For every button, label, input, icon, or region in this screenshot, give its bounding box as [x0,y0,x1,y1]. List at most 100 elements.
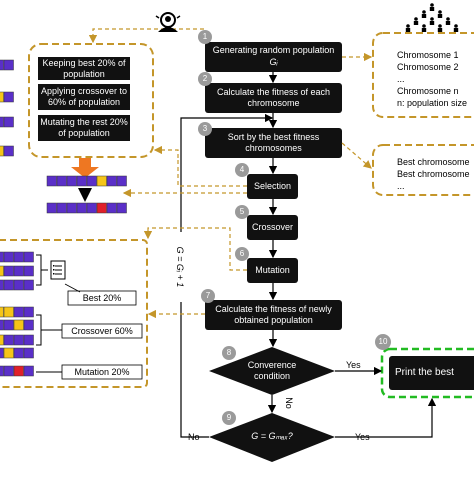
person-body [405,28,411,32]
step-num-5: 5 [239,207,245,216]
population-line-2: Chromosome 2 [397,62,459,72]
gene-cell [3,365,14,377]
gene-cell [23,347,34,359]
step-num-10: 10 [378,337,388,346]
gene-cell [3,319,14,331]
gene-cell [3,145,14,157]
step8-diamond [209,347,335,395]
step6-label: Mutation [255,265,290,275]
population-box [372,32,474,118]
population-line-1: Chromosome 1 [397,50,459,60]
person-body [429,21,435,25]
person-body [437,14,443,18]
gene-cell [23,265,34,277]
person-body [413,21,419,25]
gene-cell [56,202,67,214]
step-num-3: 3 [202,124,208,133]
step-num-8: 8 [226,348,232,357]
gene-cell [56,175,67,187]
gene-cell [0,279,4,291]
gene-cell [3,59,14,71]
population-line-3: ... [397,74,405,84]
gene-cell [13,306,24,318]
gene-cell [23,365,34,377]
step2-box [205,83,342,113]
gene-cell [3,347,14,359]
mutation-20-label: Mutation 20% [74,367,130,377]
orange-arrow [71,158,99,178]
person-head [446,17,450,21]
person-head [414,17,418,21]
gene-cell [3,116,14,128]
population-line-5: n: population size [397,98,468,108]
step5-label: Crossover [251,222,293,232]
gene-cell [0,145,4,157]
gene-cell [96,202,107,214]
gene-cell [13,319,24,331]
chromosome-strips [0,59,127,377]
gene-cell [0,91,4,103]
best-line-2: Best chromosome [397,169,470,179]
person-body [421,28,427,32]
step1-box [205,42,342,72]
gene-cell [106,175,117,187]
person-body [429,7,435,11]
gene-cell [86,175,97,187]
person-head [454,24,458,28]
person-head [430,3,434,7]
gene-cell [3,306,14,318]
step-num-6: 6 [239,249,245,258]
gene-cell [0,334,4,346]
gene-cell [66,175,77,187]
person-body [453,28,459,32]
best-20-label: Best 20% [82,293,122,303]
gene-cell [0,59,4,71]
gene-cell [3,251,14,263]
gene-cell [76,202,87,214]
population-line-4: Chromosome n [397,86,459,96]
gene-cell [13,365,24,377]
strategy-line-1: Keeping best 20% of population [42,58,126,79]
population-icon [405,3,459,32]
gene-cell [3,279,14,291]
gene-cell [106,202,117,214]
gene-cell [13,265,24,277]
gene-cell [23,279,34,291]
person-head [438,24,442,28]
step-num-1: 1 [202,32,208,41]
gene-cell [46,202,57,214]
gene-cell [23,251,34,263]
best-chromosome-box [372,144,474,196]
step4-label: Selection [253,181,292,191]
strategy-line-2: Applying crossover to 60% of population [40,86,128,107]
edge-yes-1: Yes [346,360,361,370]
user-icon [155,12,181,32]
gene-cell [3,91,14,103]
step-number-circles [198,30,391,425]
best-line-3: ... [397,181,405,191]
gene-cell [13,251,24,263]
step3-label: Sort by the best fitness chromosomes [227,132,320,153]
step9-label: G = Gₘₐₓ? [251,431,293,441]
gene-cell [76,175,87,187]
gene-cell [0,319,4,331]
gene-cell [0,251,4,263]
edge-no-2: No [188,432,200,442]
gene-cell [0,265,4,277]
gene-cell [23,334,34,346]
gene-cell [23,319,34,331]
strategy-line-3: Mutating the rest 20% of population [40,117,128,138]
gene-cell [66,202,77,214]
person-head [422,24,426,28]
gene-cell [0,347,4,359]
gene-cell [0,116,4,128]
person-head [430,17,434,21]
gene-cell [0,365,4,377]
gene-cell [13,334,24,346]
step-num-7: 7 [205,291,211,300]
person-head [422,10,426,14]
best-line-1: Best chromosome [397,157,470,167]
selection-groups-box [0,239,148,388]
